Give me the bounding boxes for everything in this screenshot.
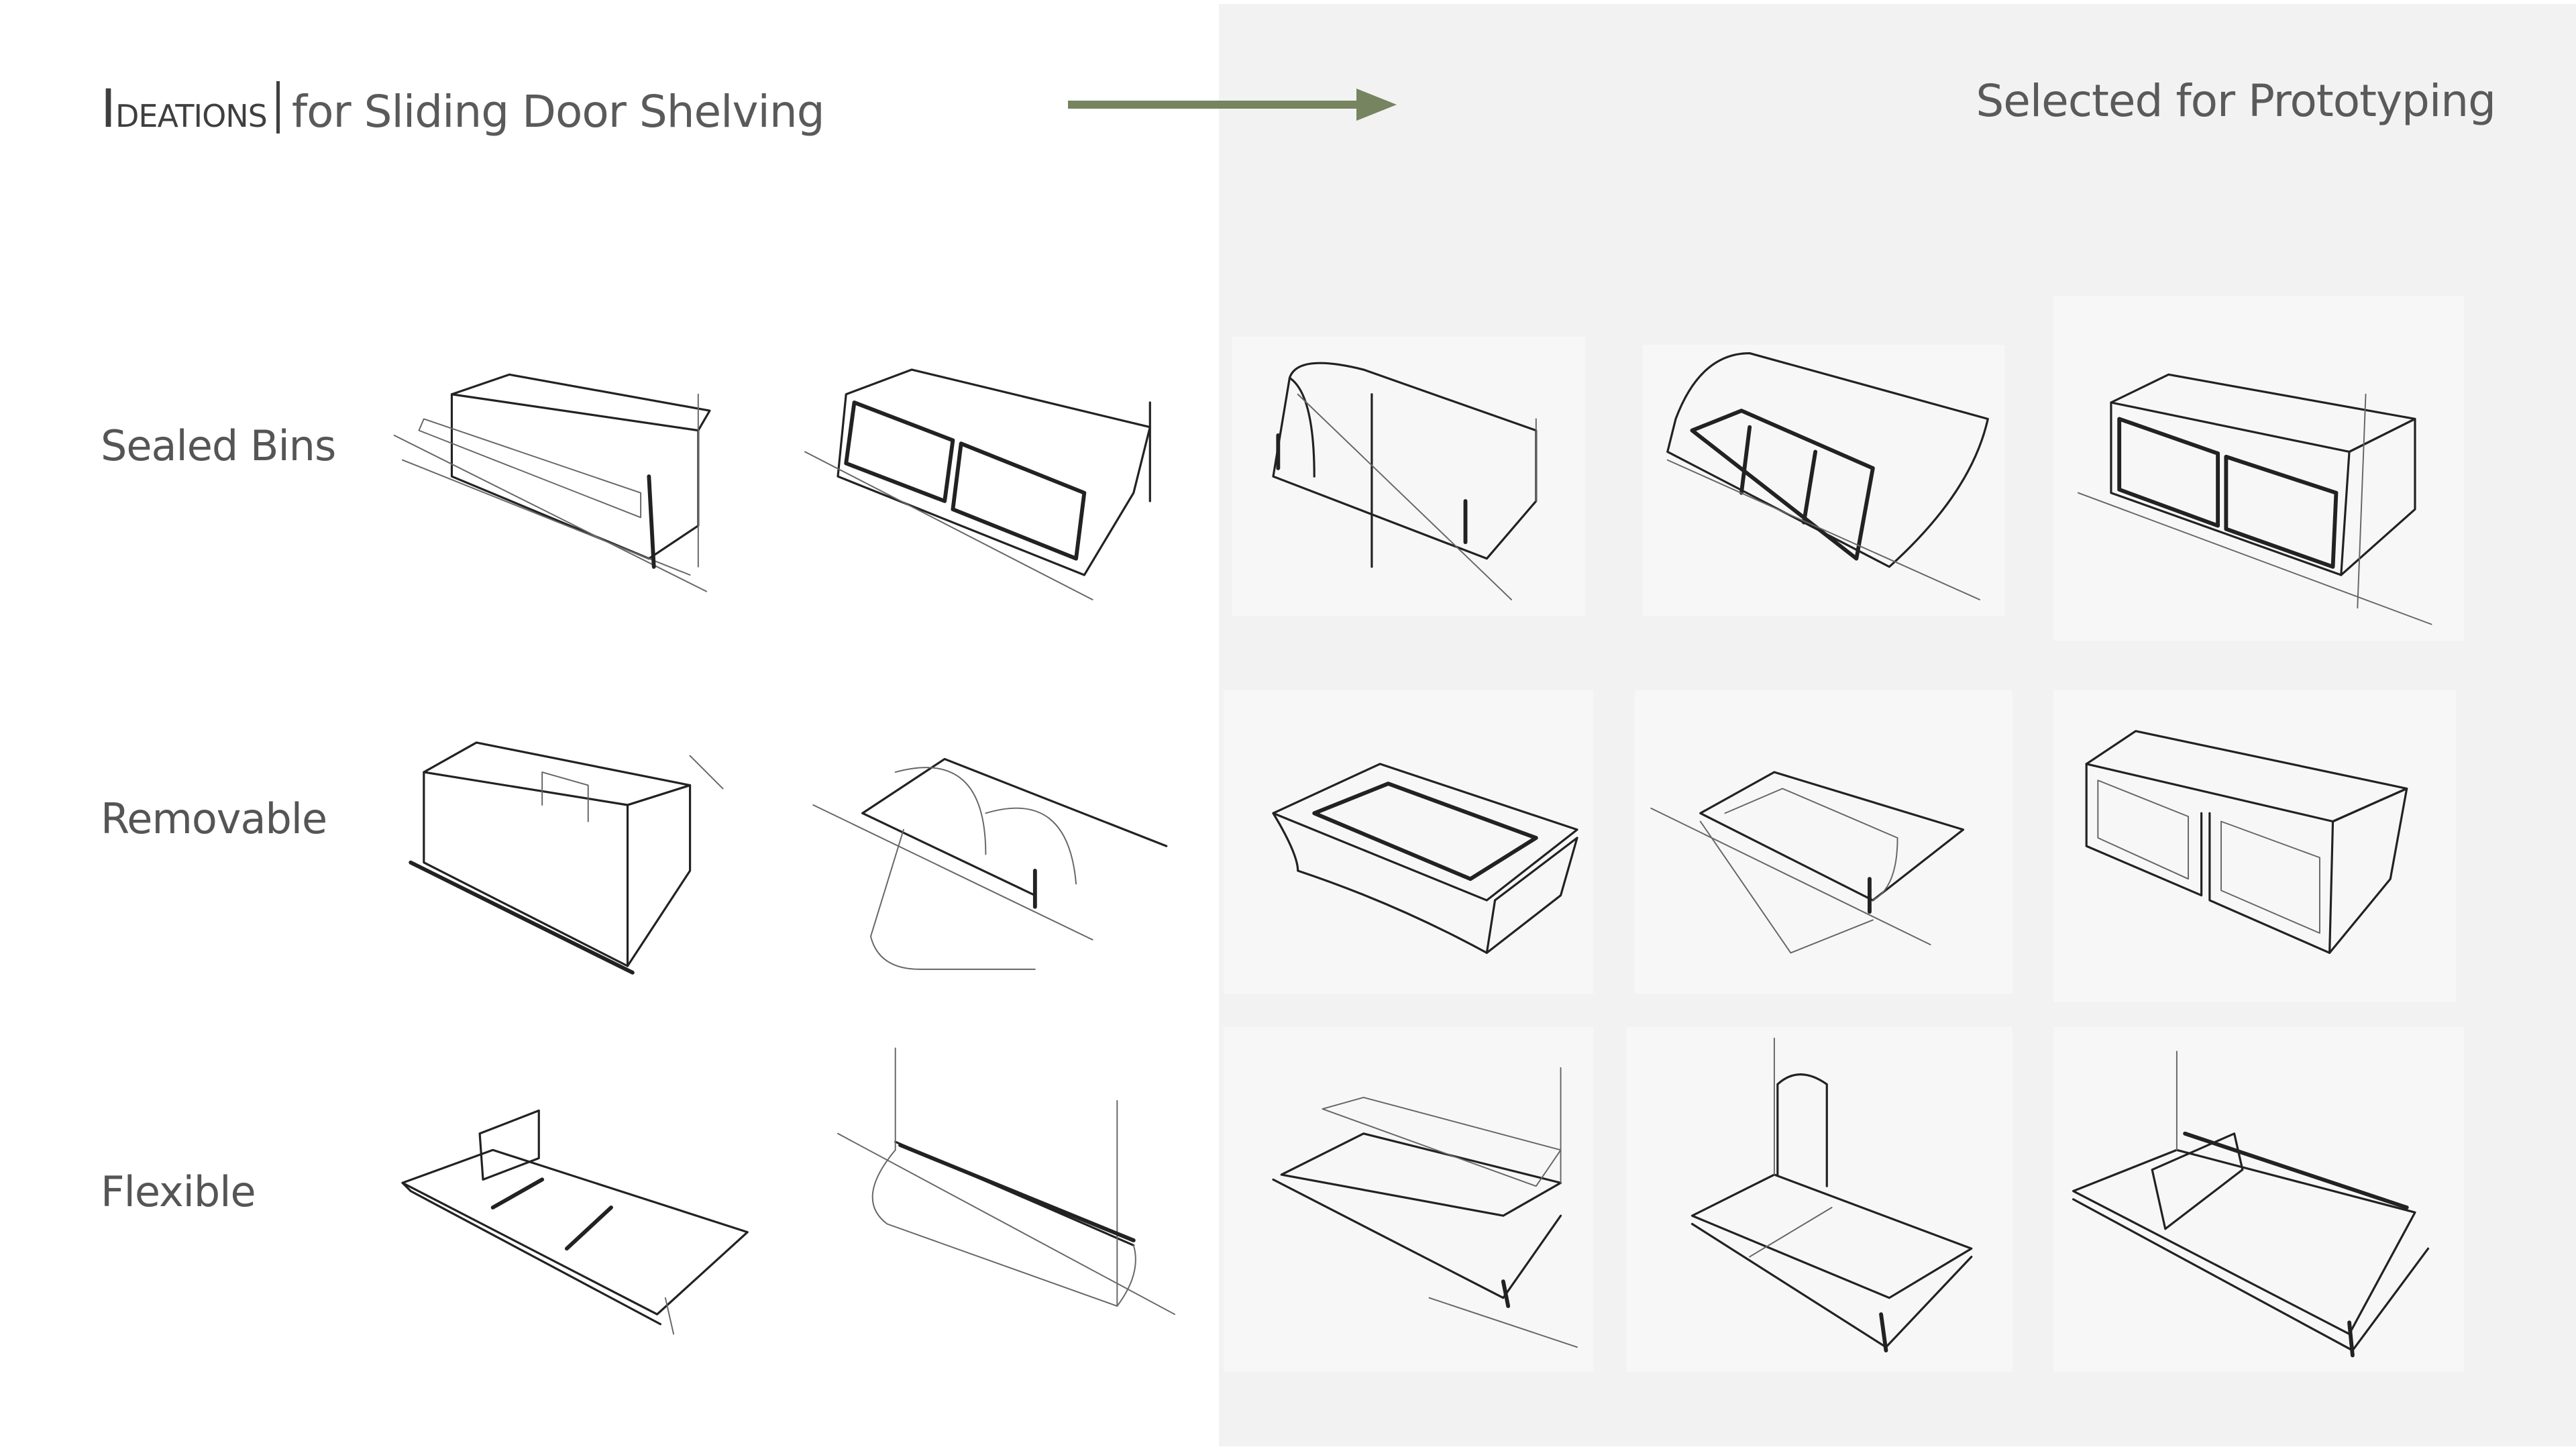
sketch-sealed-bin-4 bbox=[1666, 352, 1989, 600]
page-title: Ideations for Sliding Door Shelving bbox=[101, 79, 825, 140]
sketch-sealed-bin-3 bbox=[1272, 362, 1538, 600]
title-initial: I bbox=[101, 79, 116, 140]
page-subtitle: for Sliding Door Shelving bbox=[291, 86, 825, 138]
sketch-removable-5 bbox=[2085, 730, 2408, 955]
sketch-removable-2 bbox=[812, 757, 1168, 970]
row-label-sealed-bins: Sealed Bins bbox=[101, 421, 336, 470]
selected-heading: Selected for Prototyping bbox=[1976, 75, 2496, 127]
sketch-flexible-3 bbox=[1272, 1067, 1578, 1348]
sketch-flexible-2 bbox=[837, 1047, 1175, 1316]
title-rest: deations bbox=[115, 86, 268, 138]
sketch-sealed-bin-5 bbox=[2077, 373, 2432, 625]
sketch-removable-3 bbox=[1272, 763, 1578, 955]
sketch-sealed-bin-1 bbox=[393, 373, 711, 592]
row-label-flexible: Flexible bbox=[101, 1167, 256, 1216]
sketch-flexible-5 bbox=[2072, 1051, 2430, 1358]
sketch-sealed-bin-2 bbox=[804, 368, 1151, 600]
sketch-removable-4 bbox=[1650, 771, 1965, 954]
arrow-right-icon bbox=[1068, 89, 1397, 121]
row-label-removable: Removable bbox=[101, 794, 327, 843]
sketch-flexible-1 bbox=[401, 1109, 749, 1335]
sketch-removable-1 bbox=[409, 741, 724, 975]
sketch-flexible-4 bbox=[1690, 1037, 1973, 1352]
title-divider bbox=[276, 81, 280, 133]
